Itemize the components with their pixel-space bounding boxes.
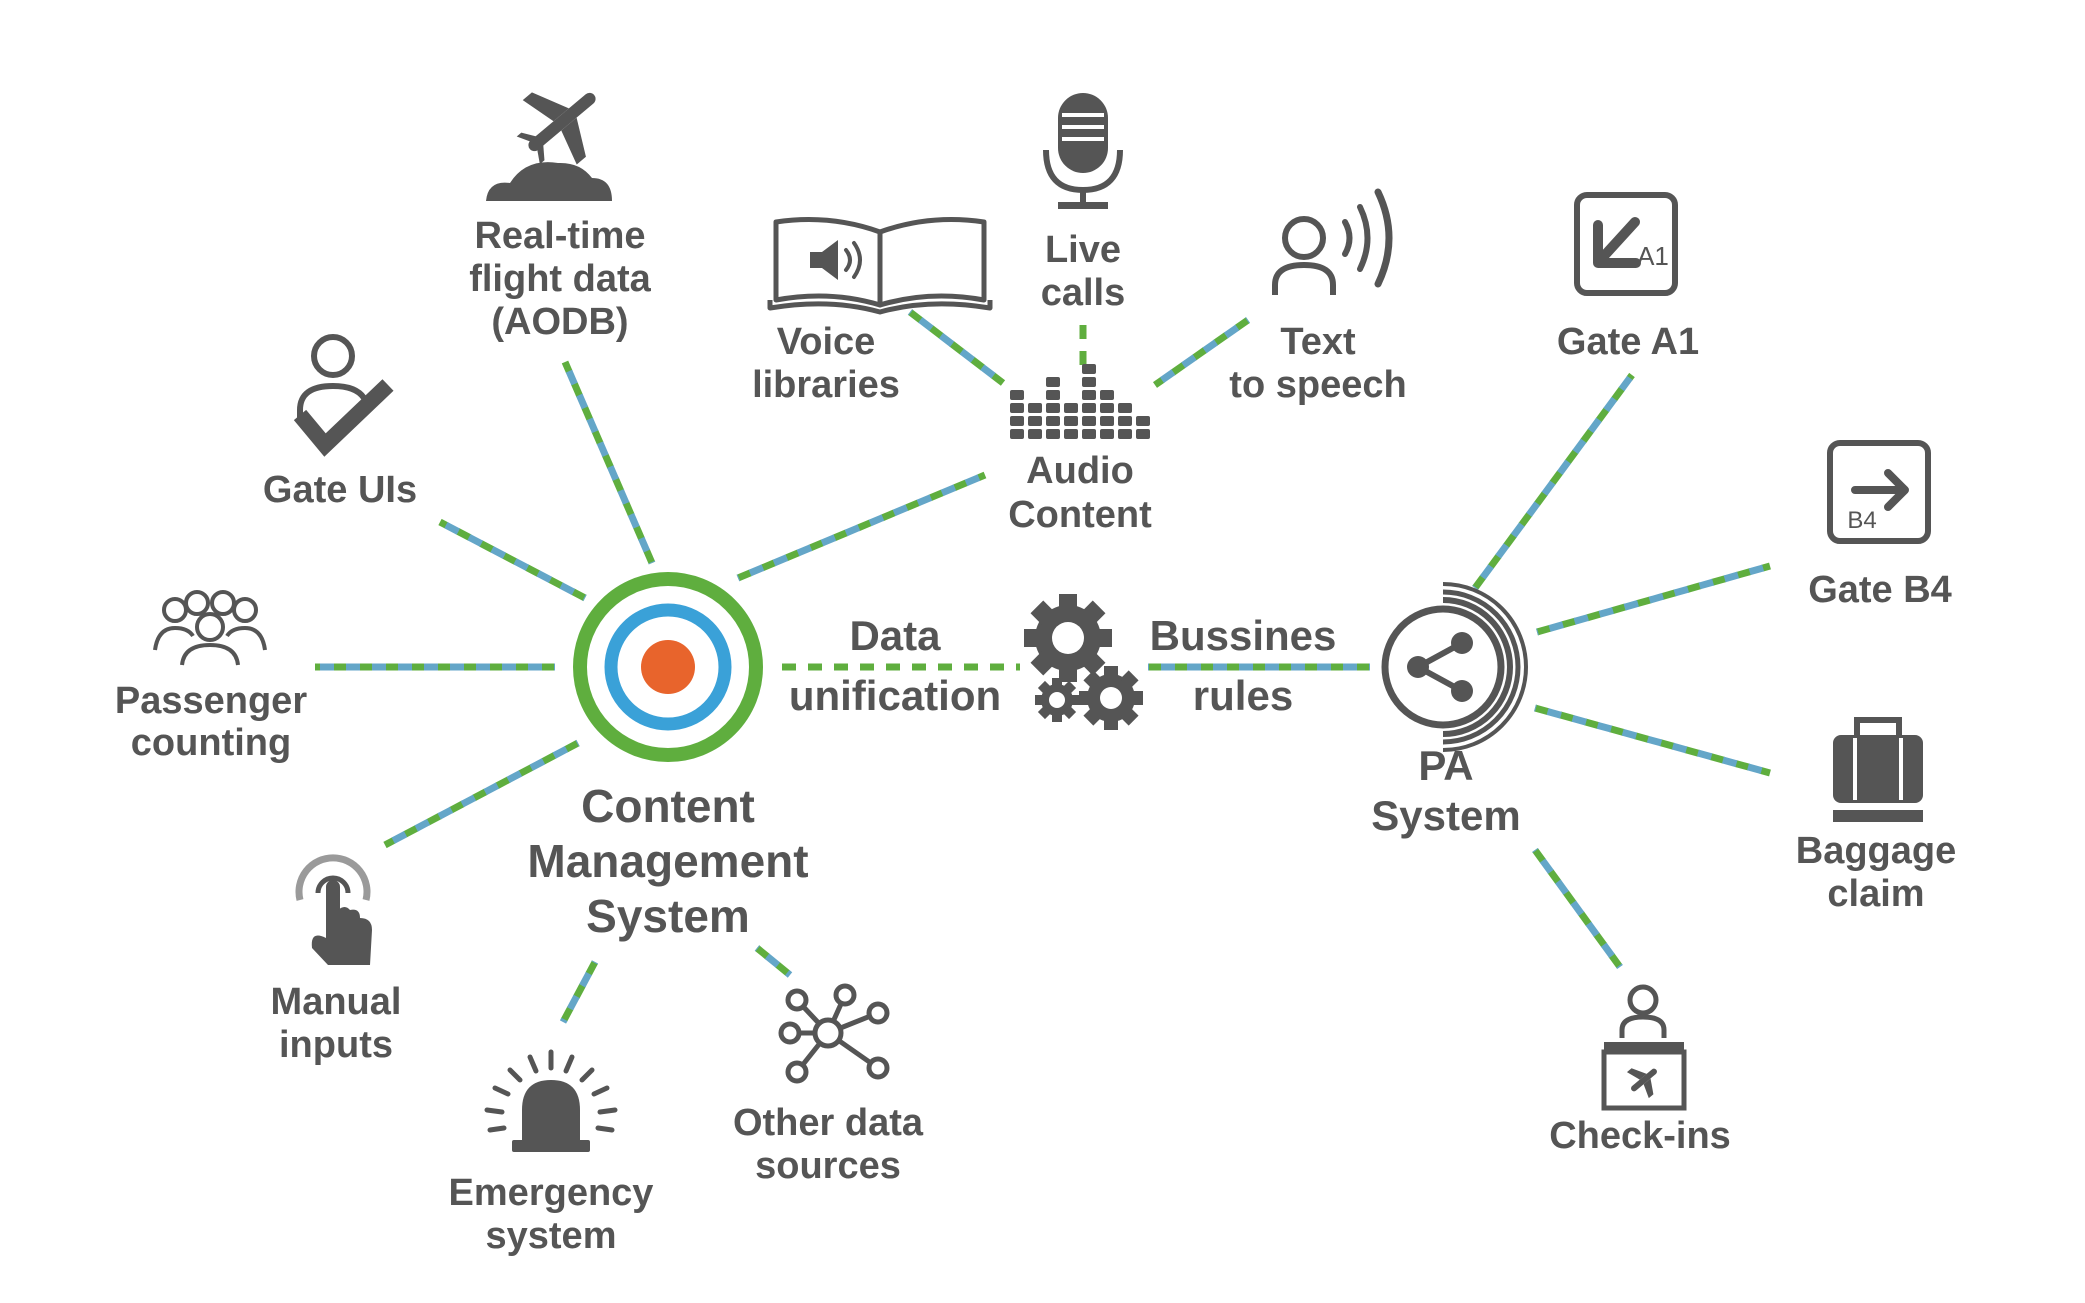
- user-check-icon: [293, 334, 394, 457]
- live-calls-line-1: Live: [1045, 229, 1121, 271]
- pa-label-line-2: System: [1371, 792, 1520, 839]
- voice-libraries-line-2: libraries: [752, 364, 900, 406]
- connector-flight-data: [561, 360, 656, 565]
- gate-uis-label: Gate UIs: [263, 469, 417, 511]
- text-to-speech: Text to speech: [1229, 188, 1407, 406]
- check-ins: Check-ins: [1549, 984, 1731, 1157]
- text-to-speech-line-1: Text: [1280, 321, 1356, 363]
- check-ins-label: Check-ins: [1549, 1115, 1731, 1157]
- data-unification-line-1: Data: [849, 612, 941, 659]
- microphone-icon: [1043, 93, 1123, 209]
- gate-b4-label: Gate B4: [1808, 569, 1952, 611]
- text-to-speech-line-2: to speech: [1229, 364, 1406, 406]
- touch-icon: [295, 854, 372, 965]
- live-calls-line-2: calls: [1041, 272, 1126, 314]
- flight-data-line-3: (AODB): [491, 301, 628, 343]
- airplane-cloud-icon: [486, 92, 612, 201]
- connector-audio-content: [736, 471, 987, 582]
- connector-voice-libraries: [907, 309, 1006, 386]
- hub-label-line-1: Content: [581, 780, 755, 832]
- gate-a1-sign-text: A1: [1637, 241, 1669, 271]
- flight-data-line-2: flight data: [469, 258, 651, 300]
- connector-check-ins: [1532, 847, 1623, 970]
- connector-other-sources: [754, 945, 793, 978]
- flight-data: Real-time flight data (AODB): [469, 92, 652, 343]
- connector-gate-uis: [438, 518, 587, 602]
- flight-data-line-1: Real-time: [474, 215, 645, 257]
- connector-manual-inputs: [383, 739, 580, 849]
- connectors: [315, 309, 1771, 1024]
- share-icon: [1381, 582, 1528, 752]
- voice-libraries-line-1: Voice: [777, 321, 876, 363]
- hub-label-line-2: Management: [527, 835, 808, 887]
- other-data-sources: Other data sources: [733, 983, 924, 1187]
- hub-content-management: Content Management System: [527, 572, 809, 942]
- passenger-counting-line-1: Passenger: [115, 680, 307, 722]
- gate-b4: B4 Gate B4: [1808, 440, 1952, 611]
- pa-system: PA System: [1371, 582, 1528, 839]
- gears-icon: [1024, 594, 1143, 730]
- connector-text-to-speech: [1152, 317, 1251, 388]
- suitcase-icon: [1833, 717, 1923, 822]
- connector-gate-b4: [1536, 562, 1771, 636]
- gate-a1-label: Gate A1: [1557, 321, 1699, 363]
- audio-label-line-2: Content: [1008, 494, 1152, 536]
- connector-baggage-claim: [1534, 704, 1771, 777]
- gate-uis: Gate UIs: [263, 334, 417, 511]
- manual-inputs-line-1: Manual: [271, 981, 402, 1023]
- gate-b4-sign-text: B4: [1847, 507, 1876, 534]
- book-speaker-icon: [767, 217, 993, 315]
- gate-a1-sign-icon: A1: [1574, 192, 1678, 296]
- siren-icon: [484, 1049, 618, 1152]
- gate-b4-sign-icon: B4: [1827, 440, 1931, 544]
- gate-a1: A1 Gate A1: [1557, 192, 1699, 363]
- voice-libraries: Voice libraries: [752, 217, 993, 406]
- passenger-counting: Passenger counting: [115, 590, 307, 764]
- baggage-claim-line-1: Baggage: [1796, 830, 1956, 872]
- other-sources-line-2: sources: [755, 1145, 901, 1187]
- crowd-icon: [153, 590, 267, 666]
- business-rules-line-2: rules: [1193, 672, 1293, 719]
- connector-emergency: [559, 960, 599, 1024]
- business-rules-line-1: Bussines: [1150, 612, 1337, 659]
- processing-center: Data unification Bussines rules: [789, 594, 1337, 730]
- passenger-counting-line-2: counting: [131, 722, 291, 764]
- audio-label-line-1: Audio: [1026, 450, 1134, 492]
- emergency-line-1: Emergency: [449, 1172, 654, 1214]
- baggage-claim: Baggage claim: [1796, 717, 1956, 915]
- other-sources-line-1: Other data: [733, 1102, 924, 1144]
- speaking-person-icon: [1272, 188, 1393, 295]
- equalizer-icon: [1010, 364, 1150, 439]
- check-in-desk-icon: [1601, 984, 1687, 1111]
- live-calls: Live calls: [1041, 93, 1126, 314]
- audio-content: Audio Content: [1008, 364, 1152, 536]
- emergency-line-2: system: [486, 1215, 617, 1257]
- manual-inputs: Manual inputs: [271, 854, 402, 1066]
- target-icon: [573, 572, 763, 762]
- connector-gate-a1: [1472, 372, 1635, 591]
- data-unification-line-2: unification: [789, 672, 1001, 719]
- pa-label-line-1: PA: [1418, 742, 1473, 789]
- baggage-claim-line-2: claim: [1827, 873, 1924, 915]
- manual-inputs-line-2: inputs: [279, 1024, 393, 1066]
- hub-label-line-3: System: [586, 890, 750, 942]
- emergency-system: Emergency system: [449, 1049, 654, 1257]
- network-icon: [778, 983, 890, 1084]
